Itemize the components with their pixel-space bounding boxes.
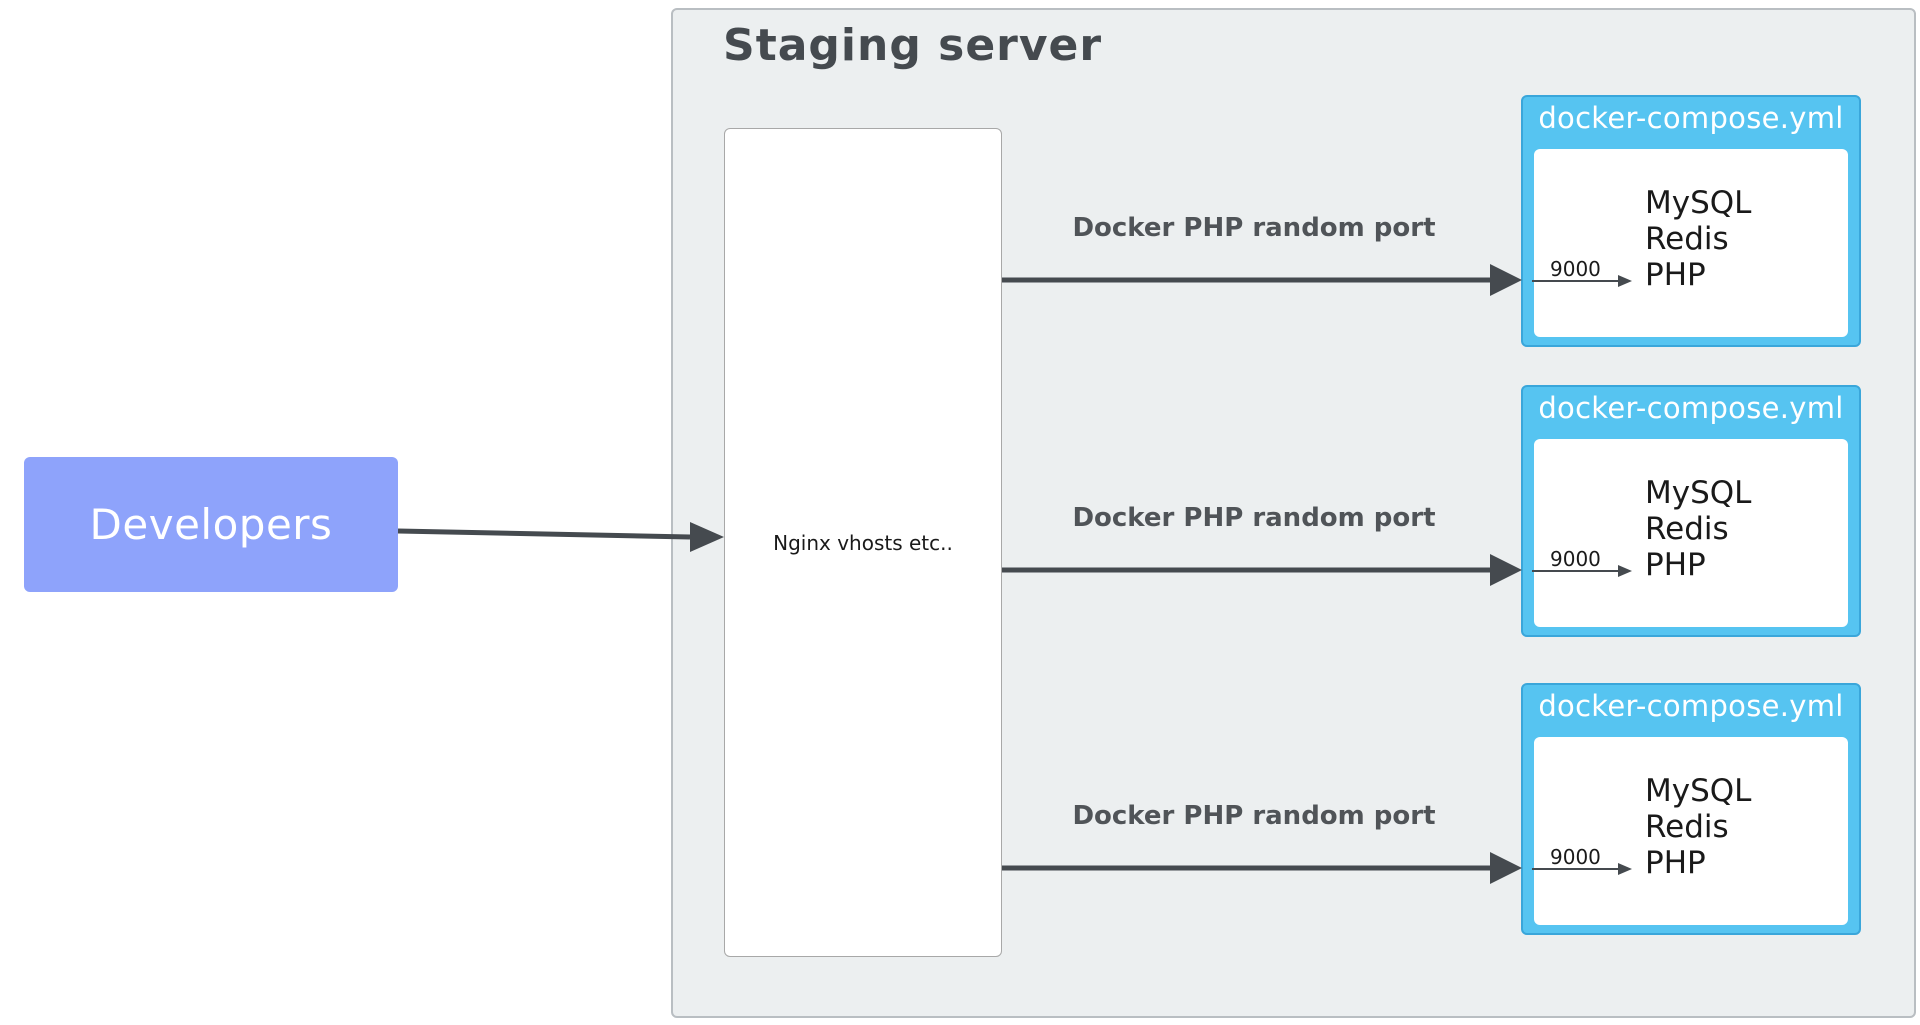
- compose-inner-1: MySQL Redis PHP 9000: [1534, 149, 1848, 337]
- service-mysql: MySQL: [1645, 185, 1752, 221]
- compose-title-1: docker-compose.yml: [1538, 101, 1844, 135]
- service-redis: Redis: [1645, 511, 1729, 547]
- service-mysql: MySQL: [1645, 773, 1752, 809]
- service-list-1: MySQL Redis PHP: [1645, 185, 1751, 293]
- compose-inner-2: MySQL Redis PHP 9000: [1534, 439, 1848, 627]
- link-label-3: Docker PHP random port: [1072, 801, 1436, 831]
- nginx-node: Nginx vhosts etc..: [724, 128, 1002, 957]
- compose-box-1: docker-compose.yml MySQL Redis PHP 9000: [1521, 95, 1861, 347]
- service-php: PHP: [1645, 257, 1706, 293]
- service-php: PHP: [1645, 547, 1706, 583]
- service-redis: Redis: [1645, 221, 1729, 257]
- developers-label: Developers: [89, 500, 333, 549]
- port-label-1: 9000: [1550, 257, 1601, 281]
- nginx-label: Nginx vhosts etc..: [773, 530, 953, 555]
- port-label-3: 9000: [1550, 845, 1601, 869]
- service-list-2: MySQL Redis PHP: [1645, 475, 1751, 583]
- compose-title-3: docker-compose.yml: [1538, 689, 1844, 723]
- compose-title-2: docker-compose.yml: [1538, 391, 1844, 425]
- developers-node: Developers: [24, 457, 398, 592]
- service-php: PHP: [1645, 845, 1706, 881]
- staging-server-title: Staging server: [723, 20, 1103, 71]
- service-redis: Redis: [1645, 809, 1729, 845]
- service-list-3: MySQL Redis PHP: [1645, 773, 1751, 881]
- compose-inner-3: MySQL Redis PHP 9000: [1534, 737, 1848, 925]
- link-label-1: Docker PHP random port: [1072, 213, 1436, 243]
- service-mysql: MySQL: [1645, 475, 1752, 511]
- link-label-2: Docker PHP random port: [1072, 503, 1436, 533]
- compose-box-3: docker-compose.yml MySQL Redis PHP 9000: [1521, 683, 1861, 935]
- compose-box-2: docker-compose.yml MySQL Redis PHP 9000: [1521, 385, 1861, 637]
- port-label-2: 9000: [1550, 547, 1601, 571]
